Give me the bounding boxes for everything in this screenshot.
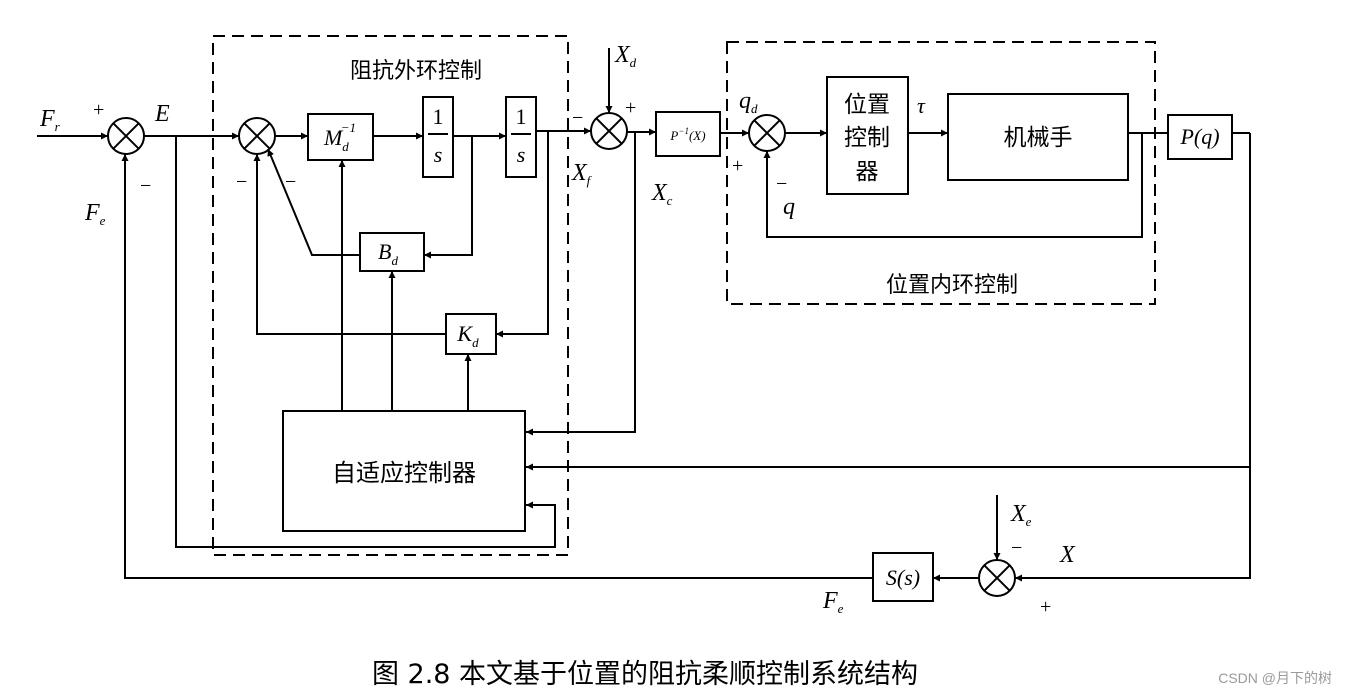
position-controller-line-2: 控制 xyxy=(844,125,890,151)
block-integrator-2 xyxy=(505,96,537,178)
watermark: CSDN @月下的树 xyxy=(1218,670,1332,686)
signal-label-Fr: Fr xyxy=(39,106,61,134)
sign-plus-Xd: + xyxy=(625,97,636,119)
sign-minus-Kd: − xyxy=(285,171,296,193)
sum-junction-force xyxy=(107,117,145,155)
signal-label-E: E xyxy=(154,101,170,127)
block-adaptive-controller xyxy=(282,410,526,532)
integrator-1-numerator: 1 xyxy=(433,104,444,129)
sign-plus-qd: + xyxy=(732,155,743,177)
block-inverse-mass-label: Md−1 xyxy=(323,120,356,154)
block-environment xyxy=(872,552,934,602)
block-damping-label: Bd xyxy=(378,239,398,268)
sign-minus-Xf: − xyxy=(572,107,583,129)
block-forward-kinematics-label: P(q) xyxy=(1179,124,1219,149)
signal-label-X: X xyxy=(1059,542,1076,568)
block-forward-kinematics xyxy=(1167,114,1233,160)
block-inverse-kinematics xyxy=(655,111,721,157)
signal-label-Xc: Xc xyxy=(651,180,673,208)
inner-loop-label: 位置内环控制 xyxy=(886,273,1018,298)
manipulator-label: 机械手 xyxy=(1004,125,1073,151)
block-stiffness-label: Kd xyxy=(456,321,479,350)
sum-junction-environment xyxy=(978,559,1016,597)
figure-caption: 图 2.8 本文基于位置的阻抗柔顺控制系统结构 xyxy=(372,659,918,690)
sign-plus-X: + xyxy=(1040,596,1051,618)
signal-label-q: q xyxy=(783,194,795,220)
block-inverse-kinematics-label: P−1(X) xyxy=(669,126,705,143)
sum-junction-joint xyxy=(748,114,786,152)
block-position-controller xyxy=(826,76,909,195)
integrator-2-numerator: 1 xyxy=(516,104,527,129)
position-controller-line-1: 位置 xyxy=(844,92,890,118)
signal-label-qd: qd xyxy=(739,88,758,116)
sign-plus-Fr: + xyxy=(93,99,104,121)
signal-label-Fe-left: Fe xyxy=(84,200,106,228)
signal-label-Xd: Xd xyxy=(614,42,637,70)
position-controller-line-3: 器 xyxy=(856,159,879,185)
outer-loop-label: 阻抗外环控制 xyxy=(350,59,482,84)
block-environment-label: S(s) xyxy=(886,565,920,590)
sign-minus-Bd: − xyxy=(236,171,247,193)
sum-junction-impedance xyxy=(238,117,276,155)
integrator-1-denominator: s xyxy=(434,142,443,167)
inner-loop-region xyxy=(726,41,1156,305)
block-manipulator xyxy=(947,93,1129,181)
sum-junction-position xyxy=(590,112,628,150)
sign-minus-q: − xyxy=(776,173,787,195)
outer-loop-region xyxy=(212,35,569,556)
signal-label-tau: τ xyxy=(917,93,926,118)
adaptive-controller-label: 自适应控制器 xyxy=(332,459,476,487)
sign-minus-Fe: − xyxy=(140,175,151,197)
signal-label-Fe-bottom: Fe xyxy=(822,588,844,616)
signal-label-Xf: Xf xyxy=(571,160,593,188)
signal-label-Xe: Xe xyxy=(1010,501,1032,529)
integrator-2-denominator: s xyxy=(517,142,526,167)
sign-minus-Xe: − xyxy=(1011,537,1022,559)
